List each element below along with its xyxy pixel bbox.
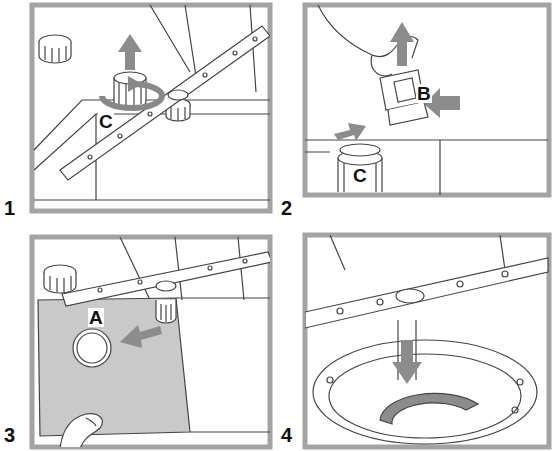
panel-1-drawing	[34, 5, 270, 200]
step-number: 2	[280, 198, 293, 218]
panel-2-drawing	[305, 5, 548, 195]
part-letter: B	[416, 84, 432, 103]
panel-3-drawing	[38, 237, 270, 447]
part-letter: C	[352, 166, 368, 185]
step-number: 4	[280, 425, 293, 445]
step-number: 1	[3, 198, 16, 218]
part-letter: A	[88, 308, 104, 327]
panel-4-drawing	[305, 235, 548, 444]
part-letter: C	[98, 112, 114, 131]
step-number: 3	[3, 425, 16, 445]
panel-frames	[32, 5, 549, 447]
